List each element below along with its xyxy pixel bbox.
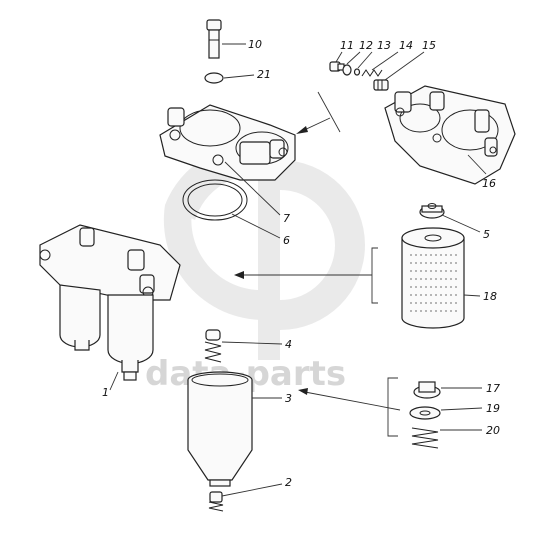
bolt-10 <box>206 19 222 59</box>
washer-21 <box>204 72 224 84</box>
bracket-18 <box>371 247 378 304</box>
callout-4: 4 <box>285 338 292 351</box>
callout-20: 20 <box>486 424 500 437</box>
valve-4 <box>204 329 222 363</box>
callout-18: 18 <box>483 290 497 303</box>
drain-plug-2 <box>208 491 224 512</box>
fitting-11 <box>329 61 345 72</box>
nut-5 <box>419 203 445 219</box>
callout-21: 21 <box>257 68 271 81</box>
callout-6: 6 <box>283 234 290 247</box>
ball-13 <box>353 68 361 76</box>
filter-element-18 <box>401 227 465 329</box>
callout-1: 1 <box>102 386 109 399</box>
callout-11: 11 <box>340 39 354 52</box>
o-ring-6 <box>182 179 248 221</box>
callout-12: 12 <box>359 39 373 52</box>
callout-7: 7 <box>283 212 290 225</box>
washer-19 <box>409 406 441 420</box>
filter-housing-7 <box>159 104 296 181</box>
callout-19: 19 <box>486 402 500 415</box>
callout-17: 17 <box>486 382 500 395</box>
spring-14 <box>361 69 383 77</box>
bracket-17-20 <box>387 377 398 437</box>
callout-13: 13 <box>377 39 391 52</box>
leader-lines <box>109 43 487 497</box>
callout-5: 5 <box>483 228 490 241</box>
washer-12 <box>342 64 352 76</box>
callout-16: 16 <box>482 177 496 190</box>
callout-15: 15 <box>422 39 436 52</box>
callout-3: 3 <box>285 392 292 405</box>
filter-assembly-1 <box>39 224 181 381</box>
spring-20 <box>411 427 439 449</box>
callout-10: 10 <box>248 38 262 51</box>
callout-2: 2 <box>285 476 292 489</box>
valve-15 <box>373 79 389 91</box>
filter-bowl-3 <box>187 371 253 487</box>
callout-14: 14 <box>399 39 413 52</box>
assembly-arrows <box>234 91 401 411</box>
filter-housing-16 <box>384 85 516 185</box>
callout-labels: 10 21 11 12 13 14 15 16 7 6 5 18 4 3 2 1… <box>102 38 500 489</box>
cup-17 <box>413 381 441 399</box>
